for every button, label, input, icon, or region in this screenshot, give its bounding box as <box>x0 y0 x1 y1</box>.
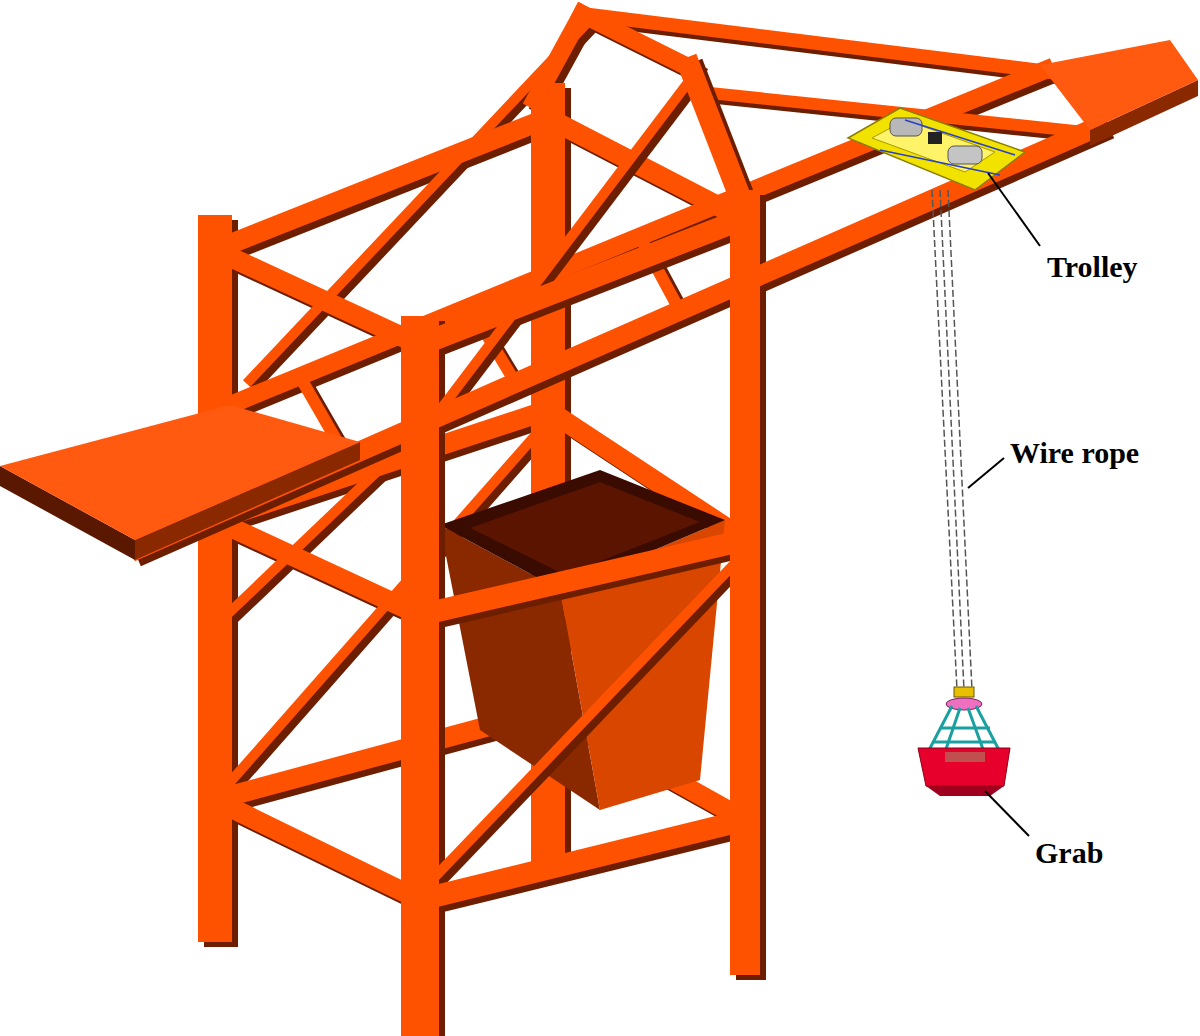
hopper <box>440 470 725 810</box>
platform-top <box>0 405 360 540</box>
platform-top <box>1040 40 1198 130</box>
rung <box>940 727 990 730</box>
trolley <box>848 108 1025 190</box>
leader-line <box>988 173 1040 246</box>
part-label: Grab <box>1035 836 1103 870</box>
wire-rope <box>932 190 972 690</box>
grab-load <box>945 752 985 762</box>
grab-bucket-base <box>926 786 1004 796</box>
arm <box>945 708 960 752</box>
part-label: Wire rope <box>1010 436 1139 470</box>
leader-line <box>968 458 1004 488</box>
cable <box>880 150 1000 175</box>
leader-line <box>985 791 1029 836</box>
leader-lines <box>968 173 1040 836</box>
drum <box>928 132 942 144</box>
frame-shadow <box>146 73 1101 1033</box>
trolley-frame <box>848 108 1025 190</box>
motor <box>948 146 982 164</box>
grab-bucket <box>918 748 1010 786</box>
part-label: Trolley <box>1047 250 1138 284</box>
grab-arms <box>928 706 1000 752</box>
rope <box>948 190 972 690</box>
rung <box>934 741 996 744</box>
right-platform <box>1040 40 1198 146</box>
arm <box>968 708 984 752</box>
grab-head <box>954 687 974 697</box>
rope <box>932 190 957 690</box>
cable <box>905 120 1015 155</box>
left-platform <box>0 405 360 560</box>
front-frame <box>140 68 1095 1028</box>
grab <box>918 687 1010 796</box>
